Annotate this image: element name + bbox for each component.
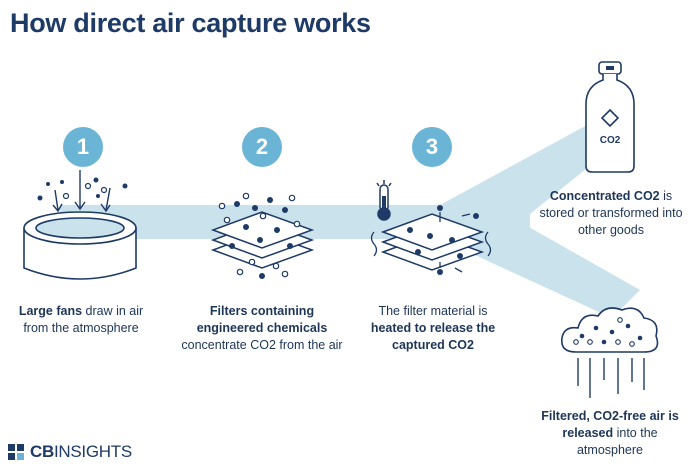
stored-caption: Concentrated CO2 is stored or transforme… <box>539 189 683 237</box>
fan-icon <box>23 170 137 280</box>
page-title: How direct air capture works <box>10 8 371 38</box>
logo-insights: INSIGHTS <box>53 442 132 461</box>
tank-label: CO2 <box>600 135 621 146</box>
heated-filter-icon <box>370 180 492 275</box>
step-2-caption: Filters containing engineered chemicals … <box>181 304 343 352</box>
step-1-caption: Large fans draw in air from the atmosphe… <box>18 304 144 335</box>
filter-stack-icon <box>210 192 315 279</box>
step-2-number: 2 <box>242 127 282 167</box>
released-caption: Filtered, CO2-free air is released into … <box>541 409 679 457</box>
logo-cb: CB <box>30 442 54 461</box>
step-1-number: 1 <box>63 127 103 167</box>
step-3-caption: The filter material is heated to release… <box>370 304 496 352</box>
cloud-icon <box>560 307 659 398</box>
thermometer-icon <box>376 180 392 221</box>
co2-tank-icon: CO2 <box>585 61 635 173</box>
cbinsights-logo: CBINSIGHTS <box>8 442 132 462</box>
cbinsights-mark-icon <box>8 444 24 460</box>
step-3-number: 3 <box>412 127 452 167</box>
